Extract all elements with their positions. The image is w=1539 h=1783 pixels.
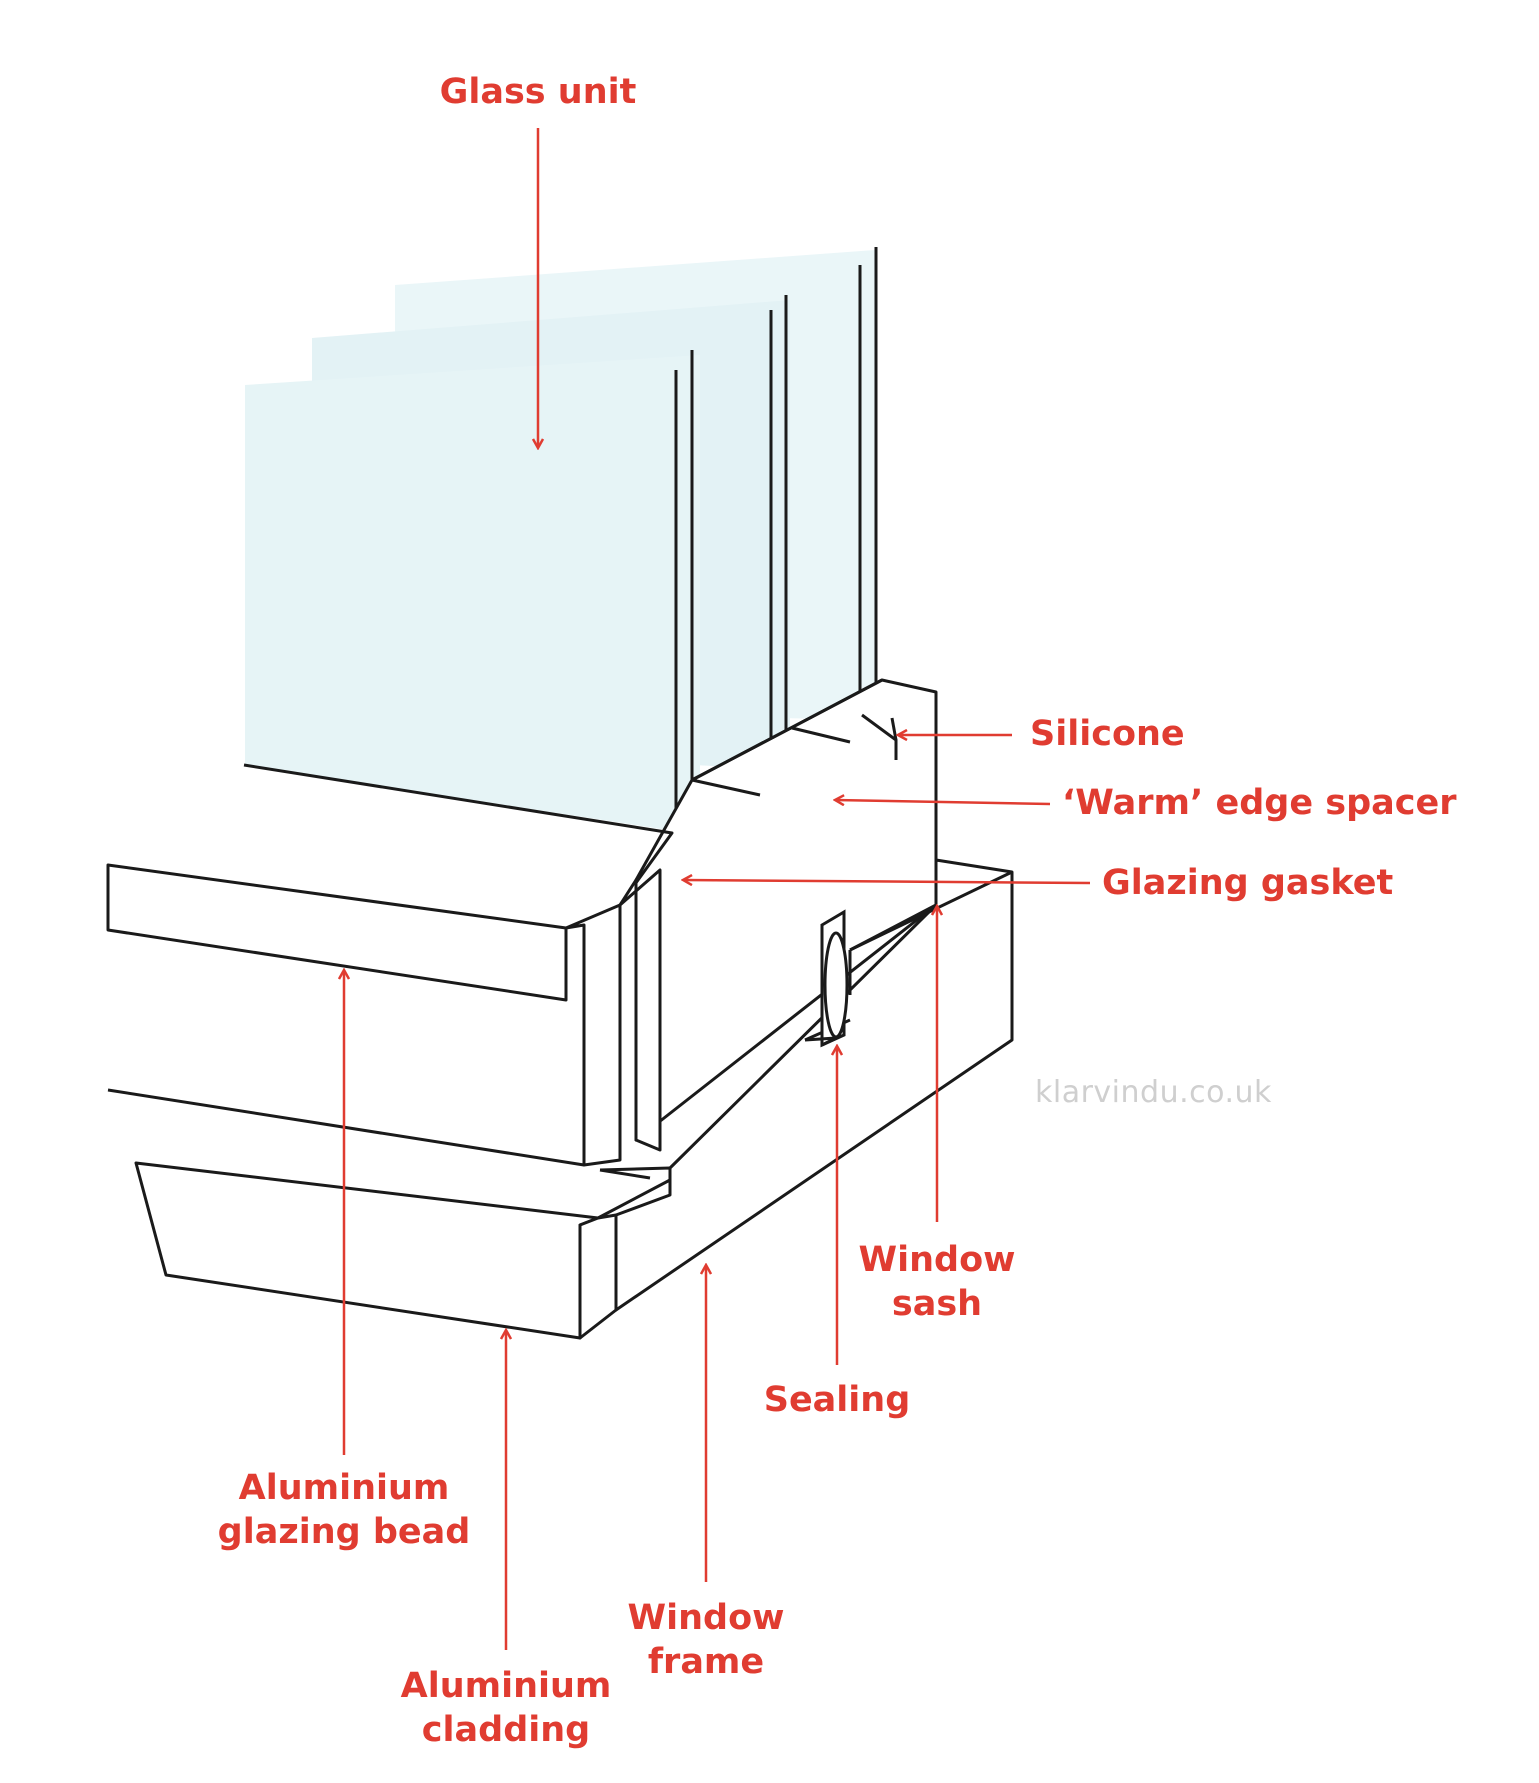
glass-pane-front <box>245 355 700 835</box>
label-window-frame-line1: Window <box>627 1598 785 1638</box>
label-aluminium-glazing-bead: Aluminium glazing bead <box>204 1466 484 1554</box>
leader-glazing-gasket <box>683 880 1091 883</box>
label-window-sash: Window sash <box>837 1238 1037 1326</box>
label-window-sash-line1: Window <box>858 1240 1016 1280</box>
sealing-gasket <box>804 909 849 1048</box>
label-cladding-line1: Aluminium <box>400 1666 612 1706</box>
label-silicone: Silicone <box>1030 714 1185 754</box>
label-glazing-gasket: Glazing gasket <box>1102 863 1394 903</box>
aluminium-glazing-bead <box>106 863 662 1167</box>
label-window-frame: Window frame <box>606 1596 806 1684</box>
leader-warm-edge-spacer <box>835 800 1051 804</box>
label-sealing: Sealing <box>763 1380 911 1420</box>
aluminium-cladding <box>134 1161 672 1340</box>
label-warm-edge-spacer: ‘Warm’ edge spacer <box>1062 783 1457 823</box>
label-glass-unit: Glass unit <box>439 72 637 112</box>
glass-panes <box>245 250 875 835</box>
label-aluminium-cladding: Aluminium cladding <box>386 1664 626 1752</box>
label-cladding-line2: cladding <box>421 1710 591 1750</box>
label-glazing-bead-line1: Aluminium <box>238 1468 450 1508</box>
glass-pane-edges <box>674 247 878 880</box>
annotation-leaders <box>344 128 1091 1650</box>
label-window-frame-line2: frame <box>647 1642 765 1682</box>
watermark: klarvindu.co.uk <box>1035 1075 1272 1110</box>
label-glazing-bead-line2: glazing bead <box>217 1512 471 1552</box>
label-window-sash-line2: sash <box>891 1284 983 1324</box>
